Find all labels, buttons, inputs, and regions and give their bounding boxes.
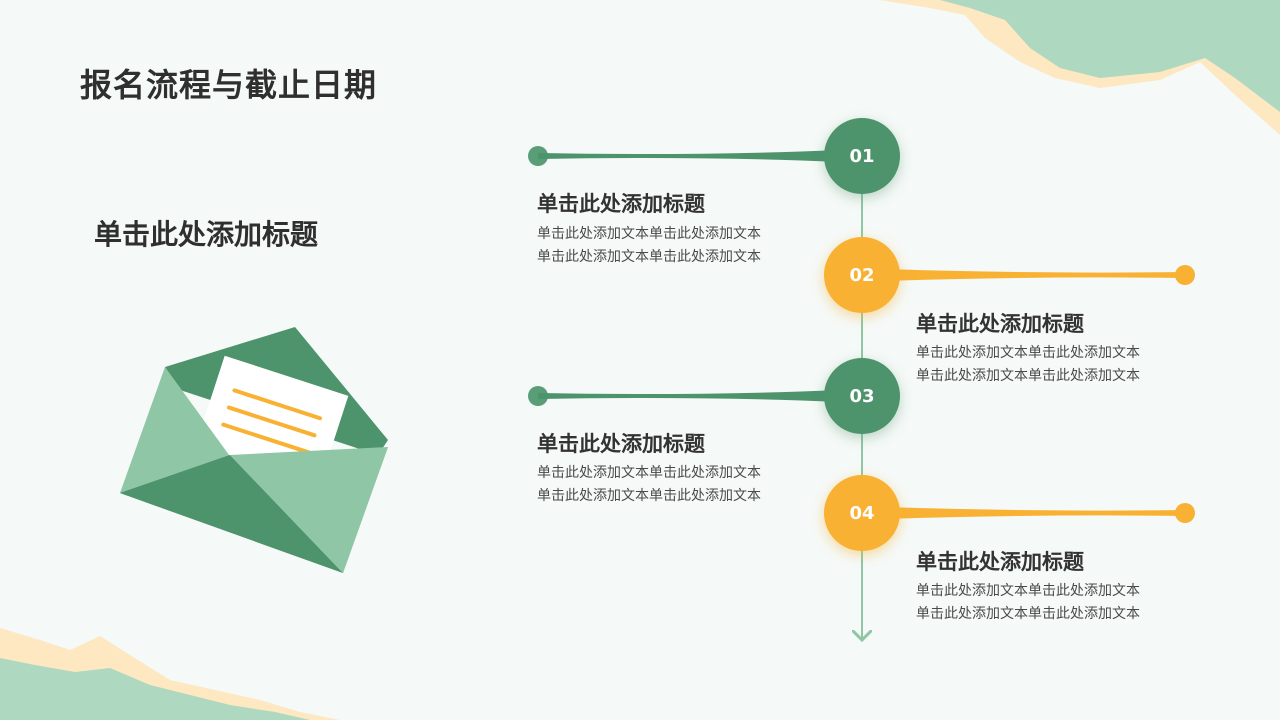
step-number-badge: 02 — [824, 237, 900, 313]
step-number-badge: 01 — [824, 118, 900, 194]
step-title: 单击此处添加标题 — [916, 546, 1084, 576]
step-number-badge: 03 — [824, 358, 900, 434]
step-text-line: 单击此处添加文本单击此处添加文本 — [537, 485, 761, 508]
step-text-line: 单击此处添加文本单击此处添加文本 — [537, 462, 761, 485]
step-number-badge: 04 — [824, 475, 900, 551]
step-title: 单击此处添加标题 — [537, 188, 705, 218]
step-title: 单击此处添加标题 — [537, 428, 705, 458]
step-text-line: 单击此处添加文本单击此处添加文本 — [916, 603, 1140, 626]
step-text-line: 单击此处添加文本单击此处添加文本 — [916, 365, 1140, 388]
step-text-line: 单击此处添加文本单击此处添加文本 — [916, 580, 1140, 603]
step-text-line: 单击此处添加文本单击此处添加文本 — [916, 342, 1140, 365]
step-text-line: 单击此处添加文本单击此处添加文本 — [537, 223, 761, 246]
step-text-line: 单击此处添加文本单击此处添加文本 — [537, 246, 761, 269]
step-title: 单击此处添加标题 — [916, 308, 1084, 338]
